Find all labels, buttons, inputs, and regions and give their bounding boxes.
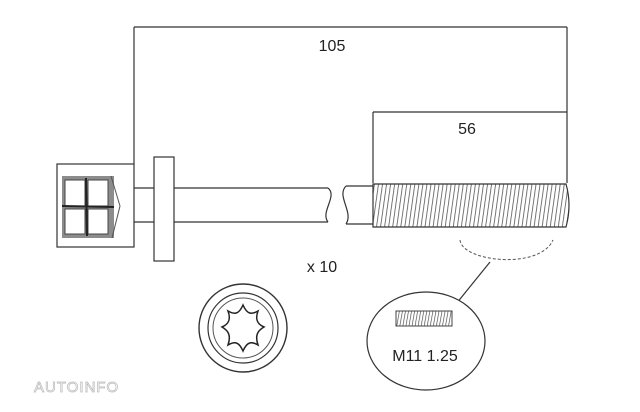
torx-star-icon (220, 303, 266, 353)
threaded-section (372, 183, 570, 228)
overall-length-label: 105 (319, 38, 346, 55)
thread-detail-callout: M11 1.25 (366, 291, 486, 391)
overall-length-dimension (133, 26, 568, 183)
watermark-logo: AUTOINFO (34, 379, 119, 396)
thread-pitch-sample (395, 310, 453, 327)
quantity-label: x 10 (307, 259, 337, 276)
detail-leader-line (455, 261, 491, 305)
shank-break-symbol (325, 185, 349, 225)
thread-length-dimension (372, 111, 567, 183)
thread-length-label: 56 (458, 121, 476, 138)
torx-drive-end-view (198, 283, 288, 373)
thread-detail-marker (459, 239, 554, 260)
bolt-shank (134, 185, 373, 225)
bolt-head (56, 163, 135, 248)
thread-spec-label: M11 1.25 (392, 348, 458, 365)
bolt-flange (153, 156, 175, 262)
